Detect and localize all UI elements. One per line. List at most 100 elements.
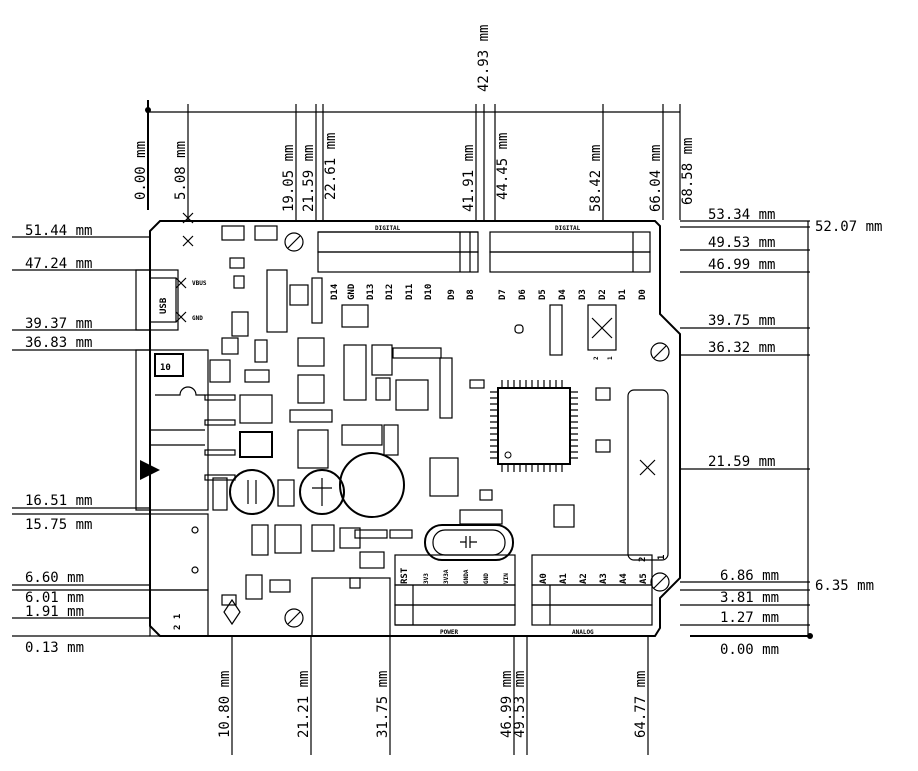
capacitor-large — [339, 452, 405, 518]
icsp-header: 10 — [135, 349, 236, 511]
right-dimension-lines — [680, 220, 813, 639]
crystal — [424, 524, 514, 561]
analog-header: ANALOG A0 A1 A2 A3 A4 A5 — [531, 554, 653, 636]
dim-top-6: 42.93 mm — [476, 25, 492, 92]
power-label: POWER — [440, 629, 458, 636]
right-dimension-labels: 53.34 mm 52.07 mm 49.53 mm 46.99 mm 39.7… — [708, 207, 882, 658]
pin-d3: D3 — [578, 289, 588, 300]
side-header-pin2: 2 — [638, 557, 648, 562]
usb-connector: USB VBUS GND — [135, 269, 207, 331]
top-dimension-lines — [145, 100, 681, 220]
pin-rst: RST — [400, 567, 410, 584]
bottom-dimension-labels: 10.80 mm 21.21 mm 31.75 mm 46.99 mm 49.5… — [217, 671, 649, 738]
digital-header-low-pins: D7 D6 D5 D4 D3 D2 D1 D0 — [498, 289, 648, 300]
dim-top-2: 19.05 mm — [281, 145, 297, 212]
dim-bottom-0: 10.80 mm — [217, 671, 233, 738]
dim-bottom-1: 21.21 mm — [296, 671, 312, 738]
dim-bottom-2: 31.75 mm — [375, 671, 391, 738]
pin-3v3a: 3V3A — [443, 569, 450, 584]
pin-d12: D12 — [385, 284, 395, 300]
dim-top-8: 58.42 mm — [588, 145, 604, 212]
dim-right-6: 21.59 mm — [708, 454, 775, 470]
dim-right-9: 3.81 mm — [720, 590, 779, 606]
pin-gnda: GNDA — [463, 569, 470, 584]
pin-gnd-bottom: GND — [483, 573, 490, 584]
small-jumper: 2 1 — [587, 304, 617, 360]
dim-left-9: 0.13 mm — [25, 640, 84, 656]
power-header: POWER RST 3V3 3V3A GNDA GND VIN — [394, 554, 516, 636]
power-jack-pins: 2 1 — [173, 614, 183, 630]
capacitor-medium — [299, 469, 345, 515]
power-jack: 2 1 — [149, 513, 209, 637]
dim-left-0: 51.44 mm — [25, 223, 92, 239]
dim-right-8: 6.35 mm — [815, 578, 874, 594]
dim-left-7: 6.01 mm — [25, 590, 84, 606]
dim-right-5: 36.32 mm — [708, 340, 775, 356]
dim-bottom-3: 46.99 mm — [499, 671, 515, 738]
pin-d13: D13 — [366, 284, 376, 300]
dim-right-7: 6.86 mm — [720, 568, 779, 584]
dim-top-0: 0.00 mm — [133, 141, 149, 200]
pin-a1: A1 — [559, 573, 569, 584]
pin-gnd-top: GND — [347, 283, 357, 300]
jumper-pin2: 2 — [593, 356, 600, 360]
pin-a0: A0 — [539, 573, 549, 584]
dim-top-1: 5.08 mm — [173, 141, 189, 200]
pin-a4: A4 — [619, 573, 629, 584]
dim-right-4: 39.75 mm — [708, 313, 775, 329]
left-dimension-labels: 51.44 mm 47.24 mm 39.37 mm 36.83 mm 16.5… — [25, 223, 92, 656]
pin-d8: D8 — [466, 289, 476, 300]
pin-d10: D10 — [424, 284, 434, 300]
vbus-label: VBUS — [192, 280, 207, 287]
pin-d4: D4 — [558, 289, 568, 300]
dim-top-3: 21.59 mm — [301, 145, 317, 212]
icsp-ten-label: 10 — [160, 363, 171, 373]
top-dimension-labels: 0.00 mm 5.08 mm 19.05 mm 21.59 mm 22.61 … — [133, 25, 696, 212]
digital-right-label: DIGITAL — [555, 225, 581, 232]
dim-right-10: 1.27 mm — [720, 610, 779, 626]
pin-d5: D5 — [538, 289, 548, 300]
gnd-label: GND — [192, 315, 203, 322]
digital-left-label: DIGITAL — [375, 225, 401, 232]
dim-right-2: 49.53 mm — [708, 235, 775, 251]
digital-header-low: DIGITAL — [489, 225, 651, 273]
pin-d6: D6 — [518, 289, 528, 300]
left-dimension-lines — [12, 236, 150, 637]
pin-d2: D2 — [598, 289, 608, 300]
pin-a3: A3 — [599, 573, 609, 584]
dim-left-2: 39.37 mm — [25, 316, 92, 332]
dim-left-5: 15.75 mm — [25, 517, 92, 533]
dim-left-3: 36.83 mm — [25, 335, 92, 351]
capacitor-small — [229, 469, 275, 515]
microcontroller-qfp — [490, 380, 578, 472]
pin-d11: D11 — [405, 284, 415, 300]
pin-a2: A2 — [579, 573, 589, 584]
dim-left-6: 6.60 mm — [25, 570, 84, 586]
pin-d9: D9 — [447, 289, 457, 300]
pin-d1: D1 — [618, 289, 628, 300]
side-header: 2 1 — [627, 389, 669, 562]
dim-top-4: 22.61 mm — [323, 133, 339, 200]
dim-right-0: 53.34 mm — [708, 207, 775, 223]
dim-left-1: 47.24 mm — [25, 256, 92, 272]
pin-3v3: 3V3 — [423, 573, 430, 584]
bottom-dimension-lines — [231, 636, 649, 755]
pin-d0: D0 — [638, 289, 648, 300]
mounting-holes — [284, 232, 670, 628]
dim-top-10: 68.58 mm — [680, 138, 696, 205]
digital-header-high: DIGITAL — [317, 225, 479, 273]
digital-header-high-pins: D14 GND D13 D12 D11 D10 D9 D8 — [330, 283, 476, 300]
dim-right-3: 46.99 mm — [708, 257, 775, 273]
dim-bottom-4: 49.53 mm — [512, 671, 528, 738]
pin-d14: D14 — [330, 283, 340, 300]
dim-top-5: 41.91 mm — [461, 145, 477, 212]
dim-right-1: 52.07 mm — [815, 219, 882, 235]
dim-right-11: 0.00 mm — [720, 642, 779, 658]
dim-top-9: 66.04 mm — [648, 145, 664, 212]
side-header-pin1: 1 — [657, 555, 667, 560]
smd-components — [182, 212, 611, 626]
reset-switch — [311, 577, 391, 637]
pin-vin: VIN — [503, 573, 510, 584]
dim-left-4: 16.51 mm — [25, 493, 92, 509]
